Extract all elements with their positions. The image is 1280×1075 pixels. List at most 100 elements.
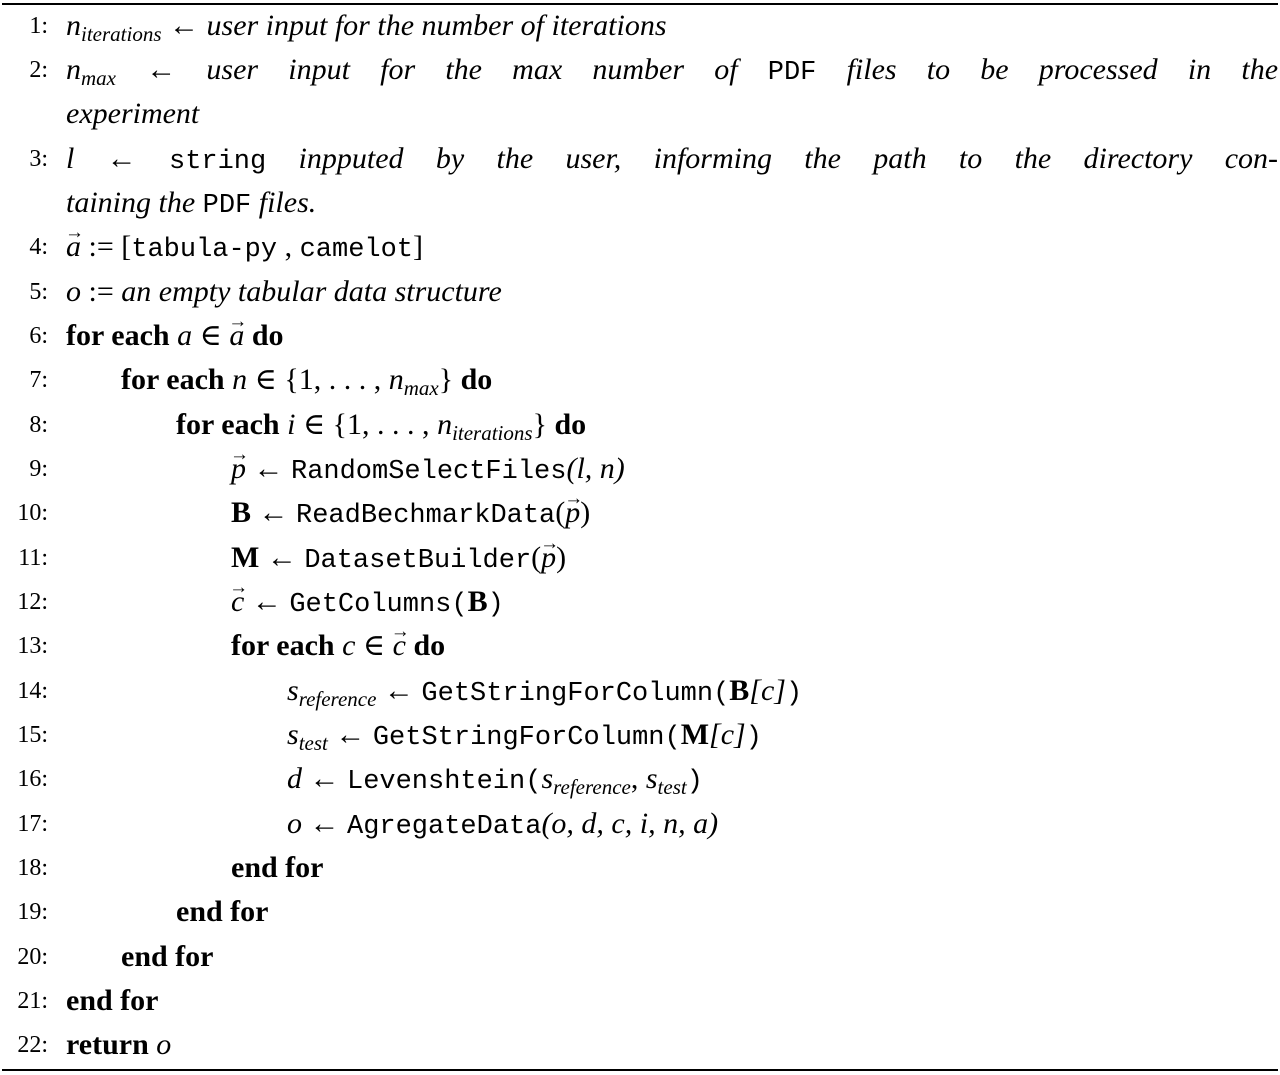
code-text: string — [169, 147, 267, 177]
keyword: do — [460, 363, 493, 396]
assign-arrow: ← — [309, 762, 340, 795]
variable: s — [287, 674, 299, 707]
assign-arrow: ← — [266, 541, 297, 574]
vector-variable: p — [541, 536, 556, 580]
assign-arrow: ← — [251, 585, 282, 618]
paren-open: ( — [555, 496, 566, 529]
algorithm-line-9: 9: p ← RandomSelectFiles(l, n) — [0, 447, 1280, 491]
element-of-operator: ∈ — [254, 363, 277, 396]
keyword: end for — [66, 984, 159, 1017]
line-number: 11: — [18, 545, 48, 571]
assign-arrow: ← — [258, 496, 289, 529]
algorithm-line-13: 13: for each c ∈ c do — [0, 624, 1280, 668]
variable: c — [342, 629, 356, 662]
variable: n — [66, 53, 81, 86]
line-number: 3: — [29, 146, 48, 172]
subscript: max — [81, 66, 116, 90]
assign-arrow: ← — [253, 452, 284, 485]
line-text: files to be processed in the — [846, 53, 1279, 86]
line-number: 1: — [29, 13, 48, 39]
paren-open: ( — [525, 767, 542, 797]
line-number: 8: — [29, 412, 48, 438]
algorithm-line-19: 19: end for — [0, 890, 1280, 934]
line-number: 19: — [17, 899, 48, 925]
keyword: for each — [231, 629, 335, 662]
element-of-operator: ∈ — [199, 319, 222, 352]
code-text: tabula-py — [131, 235, 278, 265]
line-number: 6: — [29, 323, 48, 349]
algorithm-line-17: 17: o ← AgregateData(o, d, c, i, n, a) — [0, 802, 1280, 846]
algorithm-line-21: 21: end for — [0, 979, 1280, 1023]
assign-operator: := — [88, 275, 114, 308]
assign-arrow: ← — [106, 142, 137, 175]
index: [c] — [749, 674, 786, 707]
code-text: PDF — [202, 191, 252, 221]
assign-arrow: ← — [146, 53, 177, 86]
variable: i — [287, 408, 296, 441]
line-text: inpputed by the user, informing the path… — [298, 142, 1279, 175]
algorithm-line-15: 15: stest ← GetStringForColumn(M[c]) — [0, 713, 1280, 757]
bracket-close: ] — [413, 230, 424, 263]
line-text: user input for the number of iterations — [206, 9, 667, 42]
bottom-rule — [2, 1069, 1278, 1071]
line-number: 13: — [17, 633, 48, 659]
vector-variable: c — [231, 580, 244, 624]
algorithm-line-4: 4: a := [tabula-py , camelot] — [0, 225, 1280, 269]
subscript: iterations — [452, 421, 533, 445]
algorithm-line-3-continued: taining the PDF files. — [0, 181, 1280, 225]
algorithm-line-20: 20: end for — [0, 935, 1280, 979]
algorithm-line-12: 12: c ← GetColumns(B) — [0, 580, 1280, 624]
vector-variable: a — [66, 225, 81, 269]
line-number: 12: — [17, 589, 48, 615]
separator: , — [284, 230, 293, 263]
algorithm-line-16: 16: d ← Levenshtein(sreference, stest) — [0, 757, 1280, 801]
keyword: for each — [176, 408, 280, 441]
variable: o — [66, 275, 81, 308]
paren-open: ( — [664, 723, 681, 753]
matrix-variable: B — [231, 496, 252, 529]
line-number: 18: — [17, 855, 48, 881]
function-name: DatasetBuilder — [304, 546, 532, 576]
keyword: return — [66, 1028, 149, 1061]
function-name: RandomSelectFiles — [291, 457, 567, 487]
variable: n — [66, 9, 81, 42]
keyword: do — [413, 629, 446, 662]
matrix-variable: B — [729, 674, 750, 707]
function-args: (o, d, c, i, n, a) — [541, 807, 719, 840]
subscript: reference — [298, 687, 377, 711]
algorithm-line-2: 2: nmax ← user input for the max number … — [0, 48, 1280, 92]
line-number: 9: — [29, 456, 48, 482]
algorithm-line-22: 22: return o — [0, 1023, 1280, 1067]
line-number: 4: — [29, 234, 48, 260]
function-name: Levenshtein — [347, 767, 526, 797]
variable: n — [232, 363, 248, 396]
paren-close: ) — [745, 723, 762, 753]
line-number: 16: — [17, 766, 48, 792]
line-number: 14: — [17, 678, 48, 704]
subscript: test — [657, 775, 687, 799]
algorithm-line-2-continued: experiment — [0, 92, 1280, 136]
keyword: for each — [66, 319, 170, 352]
keyword: end for — [121, 940, 214, 973]
function-name: GetStringForColumn — [372, 723, 665, 753]
paren-close: ) — [580, 496, 591, 529]
subscript: test — [298, 731, 328, 755]
variable: d — [287, 762, 302, 795]
paren-close: ) — [556, 541, 567, 574]
line-text: user input for the max number of — [206, 53, 738, 86]
algorithm-line-3: 3: l ← string inpputed by the user, info… — [0, 137, 1280, 181]
algorithm-line-7: 7: for each n ∈ {1, . . . , nmax} do — [0, 358, 1280, 402]
paren-close: ) — [785, 679, 803, 709]
variable: l — [66, 142, 75, 175]
keyword: for each — [121, 363, 225, 396]
function-name: GetStringForColumn — [421, 679, 714, 709]
top-rule — [2, 3, 1278, 5]
variable: s — [287, 718, 299, 751]
line-number: 5: — [29, 279, 48, 305]
variable: o — [156, 1028, 172, 1061]
paren-open: ( — [713, 679, 730, 709]
code-text: PDF — [767, 58, 817, 88]
keyword: end for — [231, 851, 324, 884]
matrix-variable: B — [467, 585, 488, 618]
